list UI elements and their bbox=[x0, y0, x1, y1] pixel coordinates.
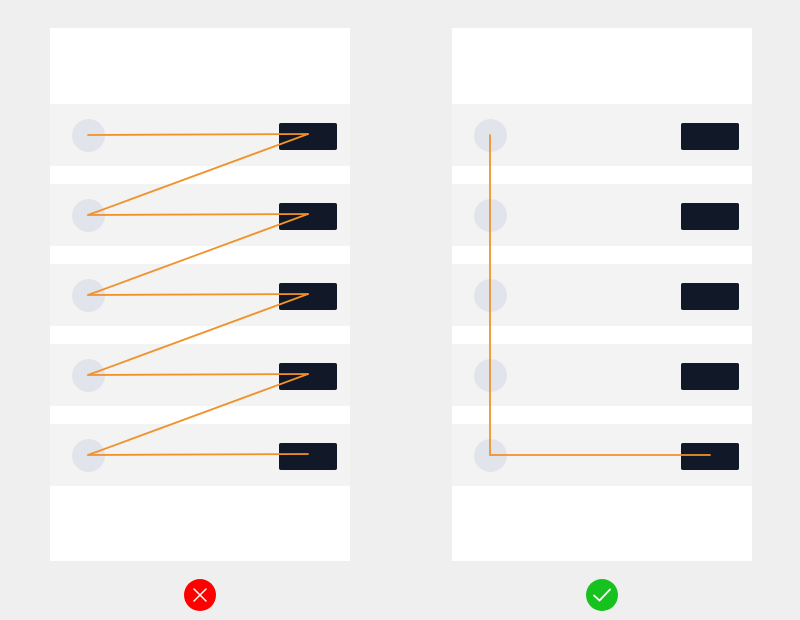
button-placeholder bbox=[681, 283, 739, 310]
close-icon bbox=[193, 588, 207, 602]
avatar-placeholder bbox=[474, 199, 507, 232]
avatar-placeholder bbox=[474, 279, 507, 312]
list-row bbox=[452, 184, 752, 246]
button-placeholder bbox=[681, 123, 739, 150]
wrong-badge bbox=[184, 579, 216, 611]
avatar-placeholder bbox=[474, 359, 507, 392]
list-row bbox=[452, 104, 752, 166]
check-icon bbox=[593, 588, 611, 602]
avatar-placeholder bbox=[72, 279, 105, 312]
list-row bbox=[50, 424, 350, 486]
avatar-placeholder bbox=[72, 439, 105, 472]
button-placeholder bbox=[681, 203, 739, 230]
left-panel bbox=[50, 28, 350, 561]
avatar-placeholder bbox=[72, 199, 105, 232]
list-row bbox=[452, 264, 752, 326]
button-placeholder bbox=[279, 363, 337, 390]
list-row bbox=[50, 184, 350, 246]
list-row bbox=[452, 344, 752, 406]
avatar-placeholder bbox=[72, 359, 105, 392]
avatar-placeholder bbox=[474, 439, 507, 472]
list-row bbox=[50, 104, 350, 166]
button-placeholder bbox=[279, 123, 337, 150]
button-placeholder bbox=[279, 283, 337, 310]
avatar-placeholder bbox=[72, 119, 105, 152]
button-placeholder bbox=[279, 443, 337, 470]
button-placeholder bbox=[279, 203, 337, 230]
button-placeholder bbox=[681, 443, 739, 470]
right-panel bbox=[452, 28, 752, 561]
correct-badge-circle bbox=[586, 579, 618, 611]
correct-badge bbox=[586, 579, 618, 611]
button-placeholder bbox=[681, 363, 739, 390]
list-row bbox=[452, 424, 752, 486]
list-row bbox=[50, 264, 350, 326]
avatar-placeholder bbox=[474, 119, 507, 152]
list-row bbox=[50, 344, 350, 406]
